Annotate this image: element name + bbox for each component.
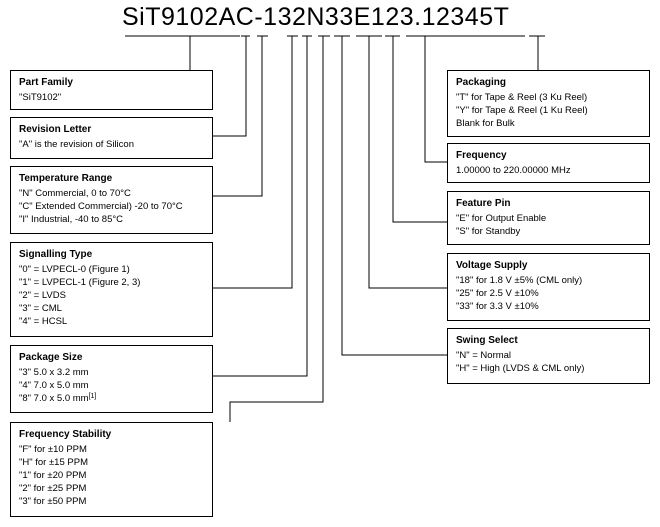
swing-select-line: "H" = High (LVDS & CML only) (456, 363, 585, 374)
signalling-type-line: "3" = CML (19, 303, 62, 314)
voltage-supply-line: "25" for 2.5 V ±10% (456, 288, 539, 299)
part-family-line: "SiT9102" (19, 92, 62, 103)
connector-stability (229, 36, 324, 422)
packaging-line: "Y" for Tape & Reel (1 Ku Reel) (456, 105, 588, 116)
swing-select-box: Swing Select "N" = Normal "H" = High (LV… (447, 328, 650, 384)
signalling-type-title: Signalling Type (19, 249, 93, 260)
frequency-stability-line: "2" for ±25 PPM (19, 483, 87, 494)
signalling-type-line: "4" = HCSL (19, 316, 68, 327)
swing-select-title: Swing Select (456, 335, 518, 346)
signalling-type-line: "2" = LVDS (19, 290, 66, 301)
packaging-line: "T" for Tape & Reel (3 Ku Reel) (456, 92, 588, 103)
frequency-box: Frequency 1.00000 to 220.00000 MHz (447, 143, 650, 183)
connector-voltage (368, 36, 447, 289)
voltage-supply-box: Voltage Supply "18" for 1.8 V ±5% (CML o… (447, 253, 650, 321)
package-size-line-with-note: "8" 7.0 x 5.0 mm[1] (19, 392, 204, 405)
part-family-box: Part Family "SiT9102" (10, 70, 213, 110)
packaging-box: Packaging "T" for Tape & Reel (3 Ku Reel… (447, 70, 650, 137)
temperature-range-box: Temperature Range "N" Commercial, 0 to 7… (10, 166, 213, 234)
frequency-title: Frequency (456, 150, 507, 161)
frequency-stability-title: Frequency Stability (19, 429, 112, 440)
frequency-stability-line: "H" for ±15 PPM (19, 457, 88, 468)
footnote-reference: [1] (88, 393, 97, 400)
temperature-range-title: Temperature Range (19, 173, 113, 184)
temperature-range-line: "I" Industrial, -40 to 85°C (19, 214, 124, 225)
frequency-stability-line: "3" for ±50 PPM (19, 496, 87, 507)
connector-signalling (213, 36, 293, 289)
revision-letter-box: Revision Letter "A" is the revision of S… (10, 117, 213, 159)
feature-pin-box: Feature Pin "E" for Output Enable "S" fo… (447, 191, 650, 245)
voltage-supply-line: "33" for 3.3 V ±10% (456, 301, 539, 312)
signalling-type-box: Signalling Type "0" = LVPECL-0 (Figure 1… (10, 242, 213, 337)
voltage-supply-line: "18" for 1.8 V ±5% (CML only) (456, 275, 583, 286)
frequency-line: 1.00000 to 220.00000 MHz (456, 165, 571, 176)
frequency-stability-box: Frequency Stability "F" for ±10 PPM "H" … (10, 422, 213, 517)
connector-frequency (424, 36, 447, 163)
frequency-stability-line: "F" for ±10 PPM (19, 444, 87, 455)
signalling-type-line: "0" = LVPECL-0 (Figure 1) (19, 264, 130, 275)
package-size-line: "4" 7.0 x 5.0 mm (19, 380, 89, 391)
part-number: SiT9102AC-132N33E123.12345T (122, 3, 510, 31)
feature-pin-title: Feature Pin (456, 198, 511, 209)
temperature-range-line: "N" Commercial, 0 to 70°C (19, 188, 131, 199)
connector-package (213, 36, 308, 377)
packaging-title: Packaging (456, 77, 507, 88)
feature-pin-line: "S" for Standby (456, 226, 521, 237)
connector-temperature (213, 36, 263, 197)
connector-revision (213, 36, 247, 137)
voltage-supply-title: Voltage Supply (456, 260, 528, 271)
connector-swing (341, 36, 447, 356)
swing-select-line: "N" = Normal (456, 350, 512, 361)
package-size-line: "8" 7.0 x 5.0 mm (19, 393, 89, 404)
revision-letter-line: "A" is the revision of Silicon (19, 139, 134, 150)
revision-letter-title: Revision Letter (19, 124, 92, 135)
part-family-title: Part Family (19, 77, 73, 88)
signalling-type-line: "1" = LVPECL-1 (Figure 2, 3) (19, 277, 141, 288)
feature-pin-line: "E" for Output Enable (456, 213, 547, 224)
package-size-line: "3" 5.0 x 3.2 mm (19, 367, 89, 378)
package-size-title: Package Size (19, 352, 83, 363)
temperature-range-line: "C" Extended Commercial) -20 to 70°C (19, 201, 183, 212)
package-size-box: Package Size "3" 5.0 x 3.2 mm "4" 7.0 x … (10, 345, 213, 413)
connector-feature (392, 36, 447, 223)
packaging-line: Blank for Bulk (456, 118, 515, 129)
frequency-stability-line: "1" for ±20 PPM (19, 470, 87, 481)
